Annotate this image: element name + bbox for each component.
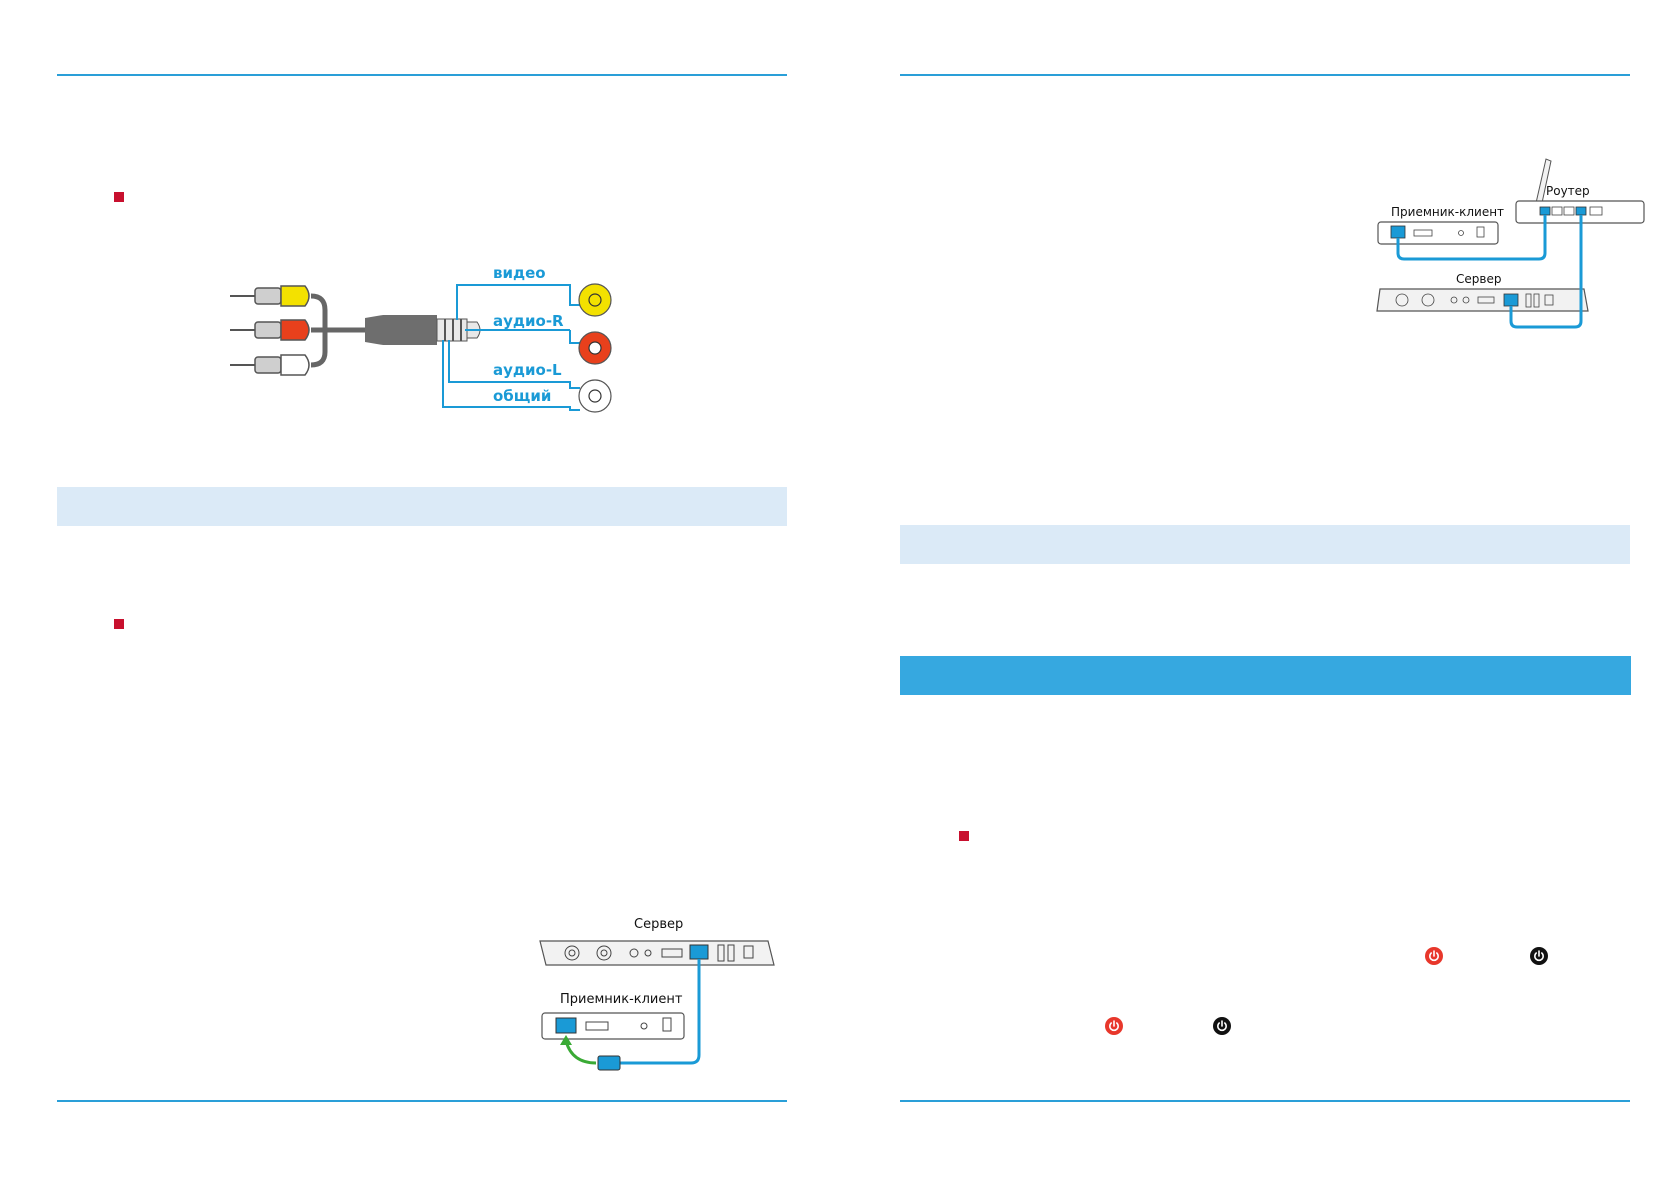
section-band-right-strong <box>900 656 1631 695</box>
section-band-left <box>57 487 787 526</box>
router-connection-svg <box>1376 158 1645 329</box>
direct-connection-svg <box>539 940 775 1071</box>
router-client-label: Приемник-клиент <box>1391 205 1505 219</box>
power-red-icon <box>1425 947 1443 965</box>
bottom-rule-right <box>900 1100 1630 1102</box>
direct-client-label: Приемник-клиент <box>560 992 683 1007</box>
top-rule-left <box>57 74 787 76</box>
right-page: Роутер Приемник-клиент Сервер <box>839 0 1678 1191</box>
router-label: Роутер <box>1546 184 1590 198</box>
av-label-common: общий <box>493 387 552 405</box>
av-label-audio-l: аудио-L <box>493 361 562 379</box>
power-symbol <box>1534 950 1544 962</box>
top-rule-right <box>900 74 1630 76</box>
power-red-icon <box>1105 1017 1123 1035</box>
square-bullet-icon <box>114 192 124 202</box>
power-symbol <box>1429 950 1439 962</box>
router-server-label: Сервер <box>1456 272 1502 286</box>
av-label-audio-r: аудио-R <box>493 312 564 330</box>
power-black-icon <box>1213 1017 1231 1035</box>
direct-server-label: Сервер <box>634 917 684 932</box>
network-diagram-direct: Сервер Приемник-клиент <box>538 915 788 1075</box>
av-label-video: видео <box>493 264 546 282</box>
av-cable-svg <box>230 283 612 413</box>
bottom-rule-left <box>57 1100 787 1102</box>
left-page: видео аудио-R аудио-L общий <box>57 74 788 1102</box>
network-diagram-router: Роутер Приемник-клиент Сервер <box>1376 155 1645 330</box>
power-black-icon <box>1530 947 1548 965</box>
power-symbol <box>1217 1020 1227 1032</box>
power-symbol <box>1109 1020 1119 1032</box>
square-bullet-icon <box>114 619 124 629</box>
square-bullet-icon <box>959 831 969 841</box>
av-cable-diagram: видео аудио-R аудио-L общий <box>225 260 625 420</box>
section-band-right-light <box>900 525 1630 564</box>
